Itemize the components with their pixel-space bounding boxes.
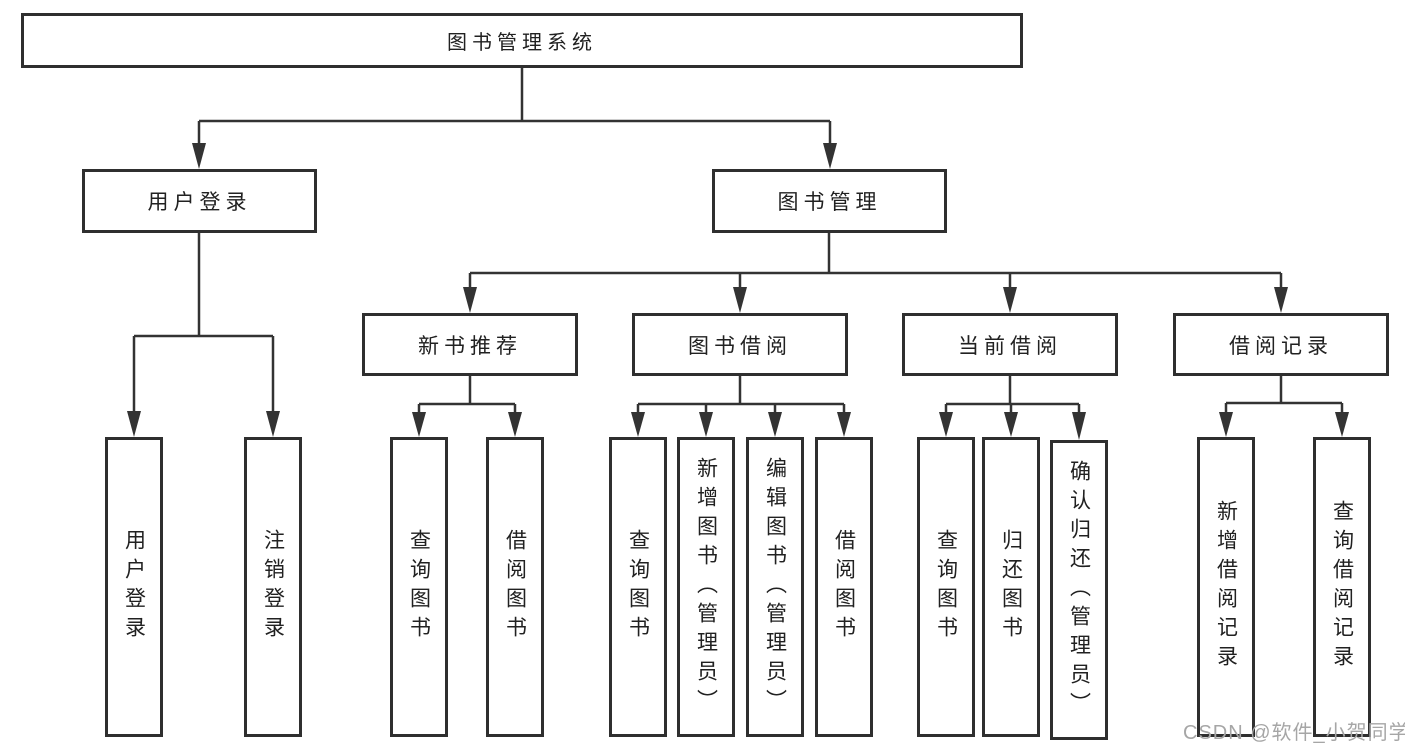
node-new-book-recommend: 新书推荐 <box>362 313 578 376</box>
leaf-borrow-edit-books-admin: 编辑图书（管理员） <box>746 437 804 737</box>
node-library-management-system: 图书管理系统 <box>21 13 1023 68</box>
connector-root-to-level2 <box>192 68 837 169</box>
leaf-borrow-add-books-admin: 新增图书（管理员） <box>677 437 735 737</box>
node-label: 新增图书（管理员） <box>694 456 718 718</box>
connector-current-children <box>939 376 1086 440</box>
node-book-borrow: 图书借阅 <box>632 313 848 376</box>
leaf-current-query-books: 查询图书 <box>917 437 975 737</box>
node-user-login: 用户登录 <box>82 169 317 233</box>
csdn-watermark: CSDN @软件_小贺同学 <box>1183 722 1405 744</box>
leaf-recommend-borrow-books: 借阅图书 <box>486 437 544 737</box>
node-label: 用户登录 <box>122 529 146 645</box>
node-label: 图书管理 <box>777 191 882 214</box>
node-label: 借阅图书 <box>832 529 856 645</box>
leaf-current-return-books: 归还图书 <box>982 437 1040 737</box>
leaf-user-login: 用户登录 <box>105 437 163 737</box>
node-label: 新增借阅记录 <box>1214 500 1238 674</box>
node-label: 新书推荐 <box>418 334 522 358</box>
connector-book-management-children <box>463 233 1288 313</box>
node-current-borrow: 当前借阅 <box>902 313 1118 376</box>
connector-records-children <box>1219 376 1349 437</box>
node-label: 用户登录 <box>147 191 252 214</box>
leaf-current-confirm-return-admin: 确认归还（管理员） <box>1050 440 1108 740</box>
node-label: 图书借阅 <box>688 334 792 358</box>
node-label: 查询图书 <box>934 529 958 645</box>
node-label: 查询图书 <box>626 529 650 645</box>
leaf-logout: 注销登录 <box>244 437 302 737</box>
node-label: 确认归还（管理员） <box>1067 459 1091 721</box>
node-label: 借阅记录 <box>1229 334 1333 358</box>
node-label: 编辑图书（管理员） <box>763 456 787 718</box>
leaf-recommend-query-books: 查询图书 <box>390 437 448 737</box>
node-label: 图书管理系统 <box>447 32 597 54</box>
node-label: 归还图书 <box>999 529 1023 645</box>
leaf-borrow-query-books: 查询图书 <box>609 437 667 737</box>
node-label: 查询图书 <box>407 529 431 645</box>
node-book-management: 图书管理 <box>712 169 947 233</box>
node-label: 借阅图书 <box>503 529 527 645</box>
connector-borrow-children <box>631 376 851 437</box>
node-label: 当前借阅 <box>958 334 1062 358</box>
connector-user-login-children <box>127 233 280 437</box>
leaf-records-add-record: 新增借阅记录 <box>1197 437 1255 737</box>
node-label: 查询借阅记录 <box>1330 500 1354 674</box>
node-borrow-records: 借阅记录 <box>1173 313 1389 376</box>
connector-recommend-children <box>412 376 522 437</box>
leaf-records-query-record: 查询借阅记录 <box>1313 437 1371 737</box>
leaf-borrow-borrow-books: 借阅图书 <box>815 437 873 737</box>
node-label: 注销登录 <box>261 529 285 645</box>
